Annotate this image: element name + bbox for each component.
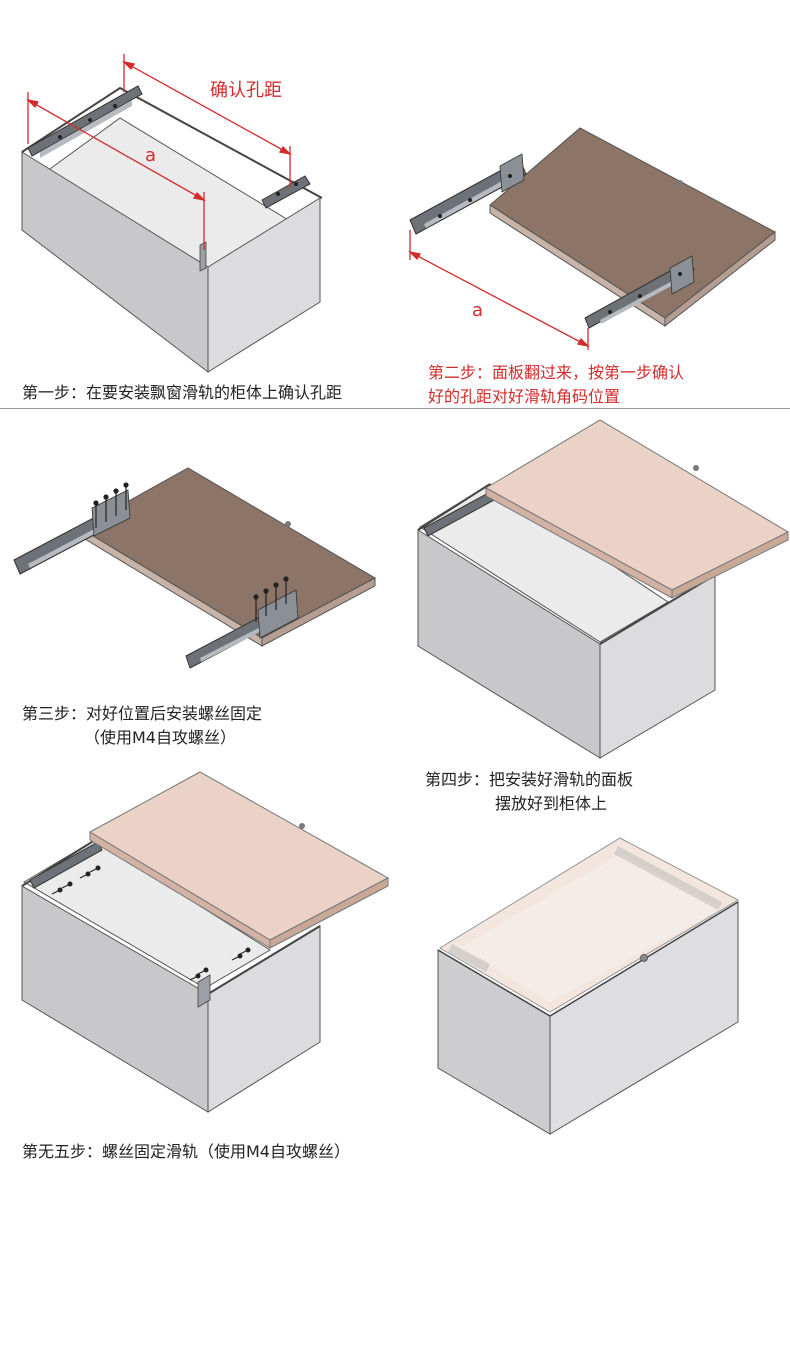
screw-icon bbox=[51, 865, 251, 981]
step2-caption: 第二步：面板翻过来，按第一步确认 好的孔距对好滑轨角码位置 bbox=[428, 363, 685, 406]
step4-illustration bbox=[417, 419, 790, 759]
hole-distance-label: 确认孔距 bbox=[210, 80, 282, 101]
step3-illustration bbox=[13, 467, 377, 669]
step5-caption: 第无五步：螺丝固定滑轨（使用M4自攻螺丝） bbox=[22, 1142, 350, 1161]
step6-illustration bbox=[437, 837, 740, 1135]
step4-caption: 第四步：把安装好滑轨的面板 摆放好到柜体上 bbox=[425, 770, 634, 813]
slide-rail-icon bbox=[261, 175, 311, 209]
panel-top bbox=[489, 127, 776, 319]
section-divider bbox=[0, 408, 790, 409]
dimension-a-label: a bbox=[472, 300, 483, 321]
slide-rail-icon bbox=[29, 841, 211, 1008]
slide-rail-icon bbox=[185, 589, 299, 669]
slide-rail-icon bbox=[27, 85, 143, 158]
screw-icon bbox=[253, 576, 289, 622]
screw-icon bbox=[93, 482, 129, 528]
step3-caption: 第三步：对好位置后安装螺丝固定 （使用M4自攻螺丝） bbox=[22, 704, 263, 747]
slide-rail-icon bbox=[448, 846, 722, 972]
step1-illustration: 确认孔距 a bbox=[21, 54, 323, 374]
slide-rail-icon bbox=[409, 153, 527, 235]
dimension-a-label: a bbox=[145, 145, 156, 166]
step1-caption: 第一步：在要安装飘窗滑轨的柜体上确认孔距 bbox=[22, 383, 343, 402]
slide-rail-icon bbox=[584, 255, 695, 329]
cabinet-side bbox=[207, 197, 321, 373]
step5-illustration bbox=[21, 771, 390, 1113]
step2-illustration: a bbox=[408, 127, 776, 350]
slide-rail-icon bbox=[13, 489, 131, 575]
